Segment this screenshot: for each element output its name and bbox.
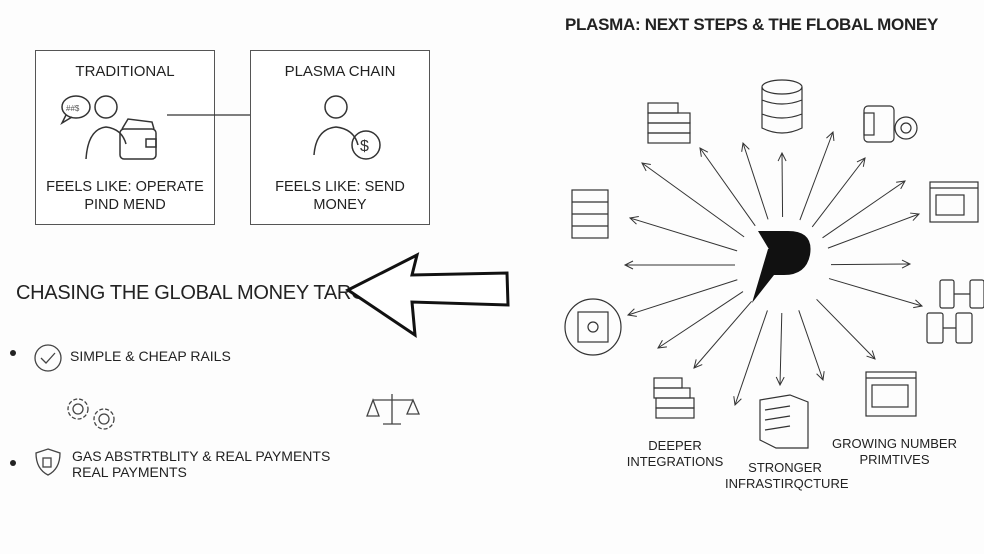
label-growing-line1: GROWING NUMBER	[832, 436, 957, 451]
bullet-gas-line2: REAL PAYMENTS	[72, 464, 187, 480]
plasma-caption-line1: FEELS LIKE: SEND	[275, 179, 405, 195]
spoke-arrow	[741, 141, 769, 220]
label-stronger-infrastructure: STRONGER INFRASTIRQCTURE	[725, 460, 849, 492]
label-growing-primitives: GROWING NUMBER PRIMTIVES	[832, 436, 957, 468]
scales-icon	[366, 394, 420, 425]
spoke-arrow	[657, 291, 744, 349]
plasma-chain-box: PLASMA CHAIN $ FEELS LIKE: SEND MONEY	[250, 50, 430, 225]
spoke-arrow	[626, 279, 738, 317]
bullet-dot	[10, 350, 16, 356]
label-stronger-line1: STRONGER	[748, 460, 822, 475]
spoke-arrow	[693, 300, 752, 369]
bullet-gas-abstraction: GAS ABSTRTBLITY & REAL PAYMENTS REAL PAY…	[72, 448, 330, 480]
spoke-arrow	[699, 147, 756, 227]
spoke-arrow	[798, 310, 825, 382]
spoke-arrow	[799, 130, 835, 221]
spoke-arrow	[623, 260, 735, 270]
diagram-title: PLASMA: NEXT STEPS & THE FLOBAL MONEY	[565, 15, 938, 34]
traditional-title: TRADITIONAL	[75, 63, 175, 80]
bullet-simple-cheap: SIMPLE & CHEAP RAILS	[70, 348, 231, 364]
spoke-arrow	[811, 157, 866, 228]
label-deeper-line2: INTEGRATIONS	[626, 454, 724, 469]
traditional-caption-line2: PIND MEND	[84, 197, 166, 213]
traditional-box: TRADITIONAL ##$ FEELS LIKE: OPERATE PIND…	[35, 50, 215, 225]
traditional-caption-line1: FEELS LIKE: OPERATE	[46, 179, 204, 195]
plasma-title: PLASMA CHAIN	[284, 63, 396, 80]
person-dollar-icon: $	[313, 95, 381, 160]
spoke-arrow	[641, 162, 745, 238]
plasma-logo	[752, 231, 811, 303]
label-deeper-integrations: DEEPER INTEGRATIONS	[625, 438, 725, 470]
traditional-caption: FEELS LIKE: OPERATE PIND MEND	[36, 178, 214, 214]
spoke-arrow	[816, 298, 876, 360]
spoke-arrow	[628, 216, 738, 252]
label-growing-line2: PRIMTIVES	[859, 452, 930, 467]
shield-gas-icon	[35, 448, 61, 476]
plasma-caption-line2: MONEY	[313, 197, 367, 213]
spoke-arrow	[775, 312, 785, 387]
spoke-arrow	[733, 310, 768, 407]
svg-text:##$: ##$	[66, 104, 80, 113]
spoke-arrow	[828, 278, 924, 309]
spoke-arrow	[777, 151, 787, 218]
svg-text:$: $	[360, 138, 369, 155]
big-left-arrow	[345, 252, 510, 339]
check-circle-icon	[34, 344, 62, 372]
bullet-dot	[10, 460, 16, 466]
label-stronger-line2: INFRASTIRQCTURE	[725, 476, 849, 491]
section-heading: CHASING THE GLOBAL MONEY TARGET	[16, 282, 392, 304]
spoke-arrow	[822, 180, 906, 239]
spoke-arrow	[830, 259, 912, 269]
plasma-caption: FEELS LIKE: SEND MONEY	[251, 178, 429, 214]
gears-icon	[67, 398, 115, 430]
bullet-gas-line1: GAS ABSTRTBLITY & REAL PAYMENTS	[72, 448, 331, 464]
label-deeper-line1: DEEPER	[648, 438, 702, 453]
person-wallet-icon: ##$	[60, 95, 157, 160]
spoke-arrow	[827, 212, 921, 249]
